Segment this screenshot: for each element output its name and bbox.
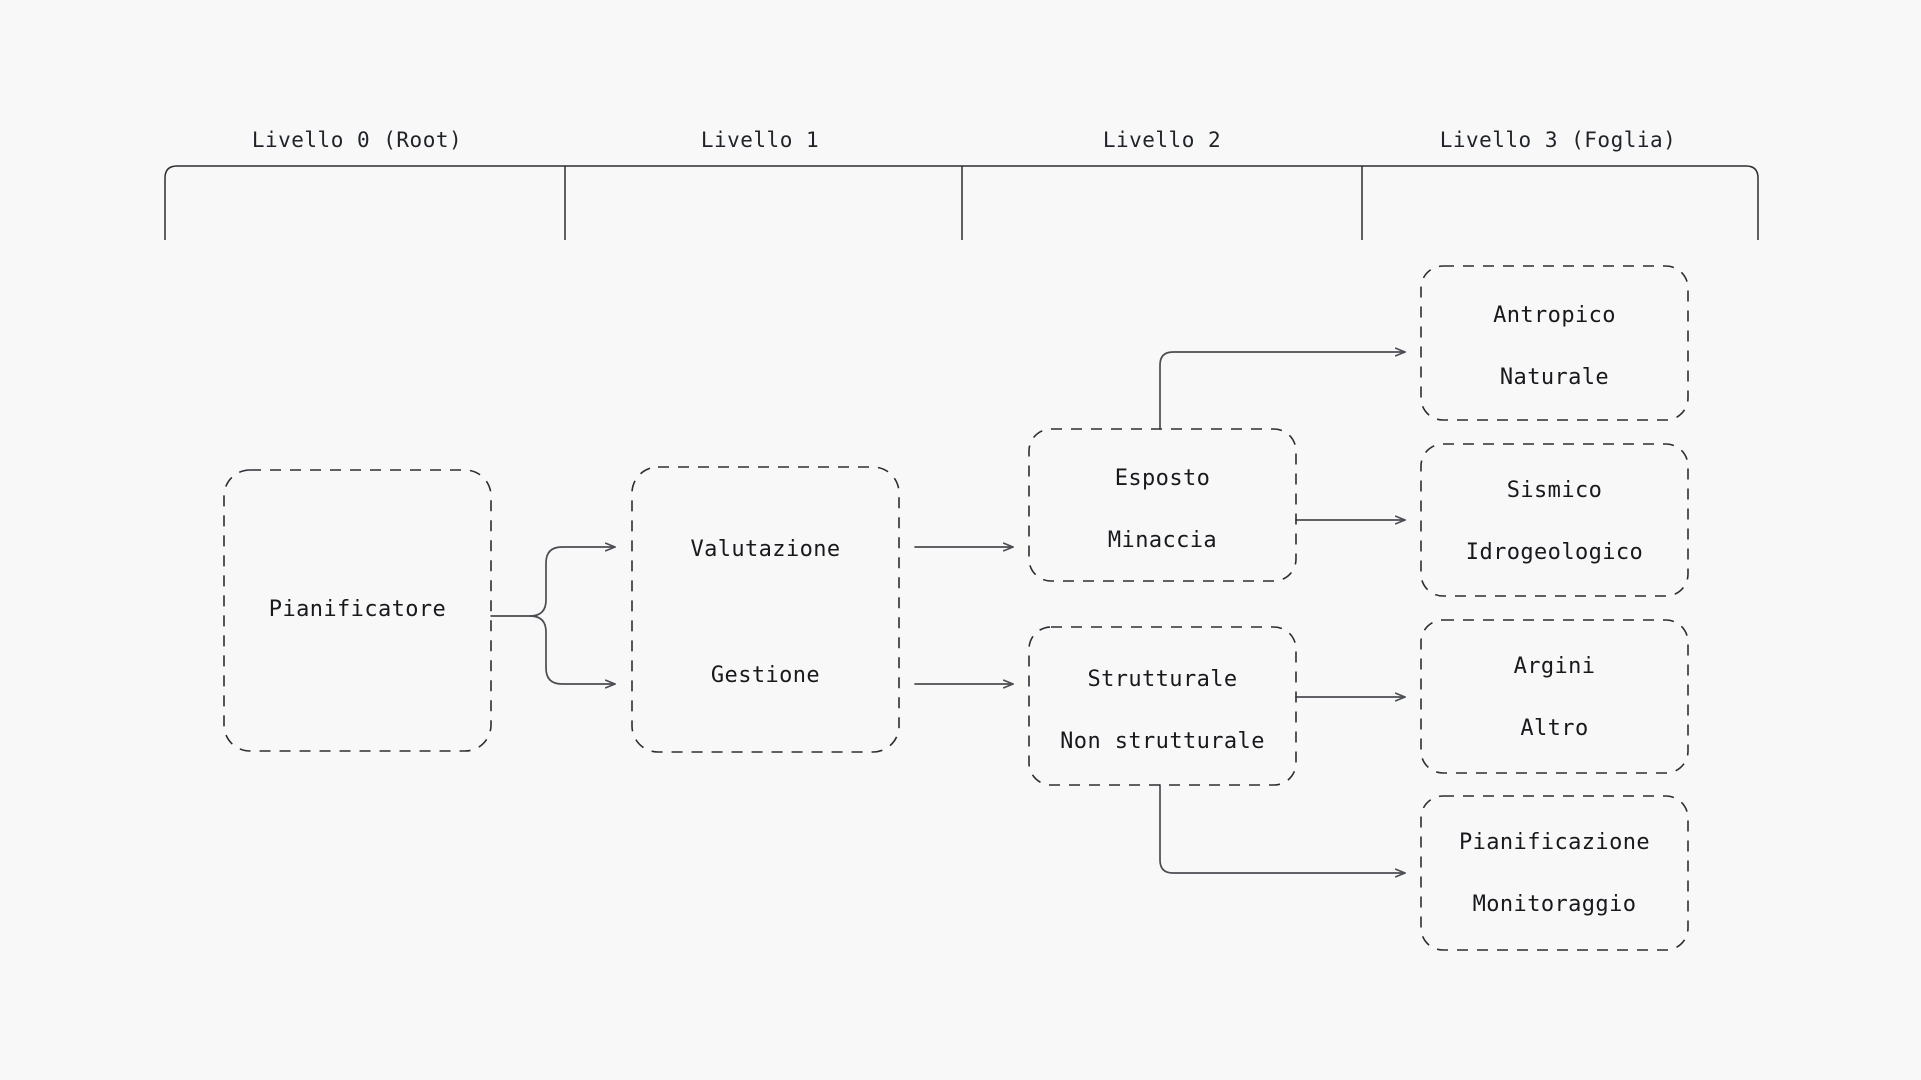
node-pianificatore[interactable]: Pianificatore [223, 469, 492, 752]
node-label: Antropico [1493, 303, 1616, 328]
node-label: Monitoraggio [1473, 892, 1637, 917]
connector-pianificatore-to-gestione [529, 615, 616, 684]
node-box-esposto-minaccia[interactable] [1028, 428, 1297, 582]
node-label: Esposto [1115, 466, 1211, 491]
node-label: Argini [1514, 654, 1596, 679]
node-box-antropico-naturale[interactable] [1420, 265, 1689, 421]
node-box-strutturale-non-strutturale[interactable] [1028, 626, 1297, 786]
node-label: Gestione [711, 663, 820, 688]
level-title-3: Livello 3 (Foglia) [1440, 128, 1677, 152]
node-label: Valutazione [690, 537, 840, 562]
node-box-sismico-idrogeologico[interactable] [1420, 443, 1689, 597]
connector-group [490, 352, 1406, 873]
node-label: Strutturale [1087, 667, 1237, 692]
level-title-2: Livello 2 [1103, 128, 1221, 152]
connector-strutturale-to-pianificazione [1159, 784, 1406, 873]
node-label: Altro [1520, 716, 1588, 741]
node-label: Pianificatore [269, 597, 446, 622]
node-box-pianificatore[interactable] [223, 469, 492, 752]
node-label: Pianificazione [1459, 830, 1650, 855]
level-title-1: Livello 1 [701, 128, 819, 152]
connector-esposto-to-antropico [1159, 352, 1406, 430]
connector-pianificatore-to-valutazione [529, 547, 616, 617]
level-title-0: Livello 0 (Root) [252, 128, 462, 152]
node-box-valutazione-gestione[interactable] [631, 466, 900, 753]
node-label: Idrogeologico [1466, 540, 1643, 565]
node-label: Sismico [1507, 478, 1603, 503]
node-label: Non strutturale [1060, 729, 1265, 754]
node-label: Minaccia [1108, 528, 1217, 553]
node-box-pianificazione-monitoraggio[interactable] [1420, 795, 1689, 951]
node-box-argini-altro[interactable] [1420, 619, 1689, 774]
level-header-bracket: Livello 0 (Root) Livello 1 Livello 2 Livell… [164, 128, 1759, 240]
node-label: Naturale [1500, 365, 1609, 390]
